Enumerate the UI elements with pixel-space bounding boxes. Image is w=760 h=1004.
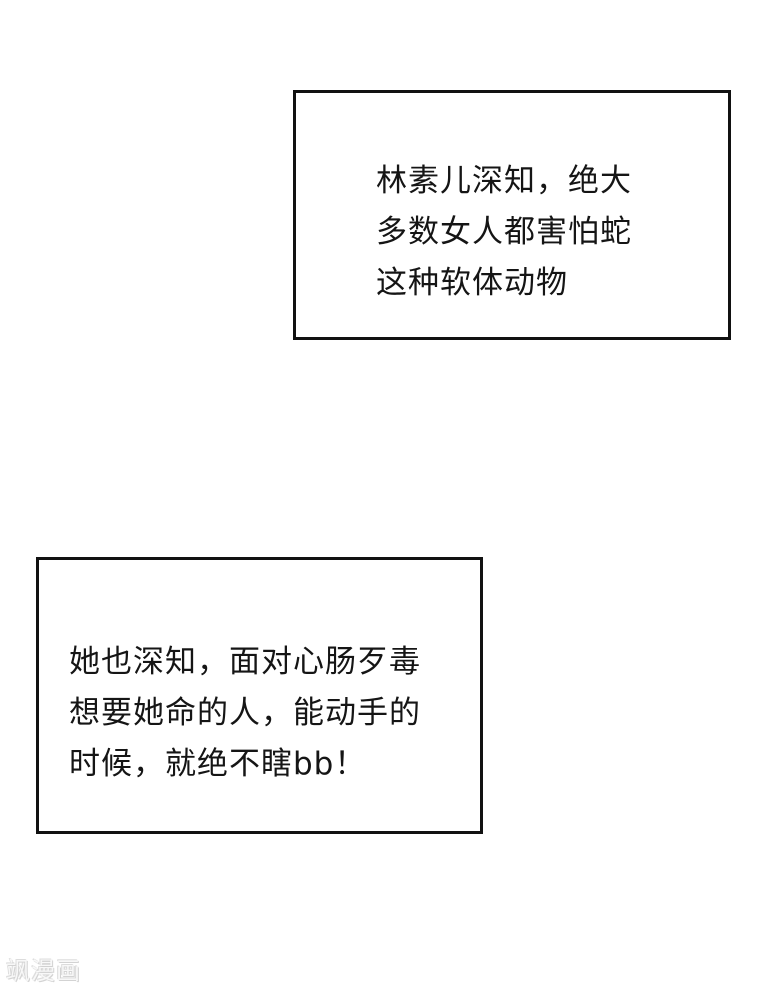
caption-text-bottom: 她也深知，面对心肠歹毒 想要她命的人，能动手的 时候，就绝不瞎bb！ [69, 637, 421, 790]
caption-line: 林素儿深知，绝大 [376, 163, 632, 199]
caption-box-top: 林素儿深知，绝大 多数女人都害怕蛇 这种软体动物 [293, 90, 731, 340]
watermark: 飒漫画 [6, 957, 81, 985]
caption-line: 她也深知，面对心肠歹毒 [69, 644, 421, 680]
caption-box-bottom: 她也深知，面对心肠歹毒 想要她命的人，能动手的 时候，就绝不瞎bb！ [36, 557, 483, 834]
caption-line: 想要她命的人，能动手的 [69, 695, 421, 731]
caption-line: 这种软体动物 [376, 265, 568, 301]
caption-text-top: 林素儿深知，绝大 多数女人都害怕蛇 这种软体动物 [376, 156, 632, 309]
caption-line: 时候，就绝不瞎bb！ [69, 746, 367, 782]
caption-line: 多数女人都害怕蛇 [376, 214, 632, 250]
